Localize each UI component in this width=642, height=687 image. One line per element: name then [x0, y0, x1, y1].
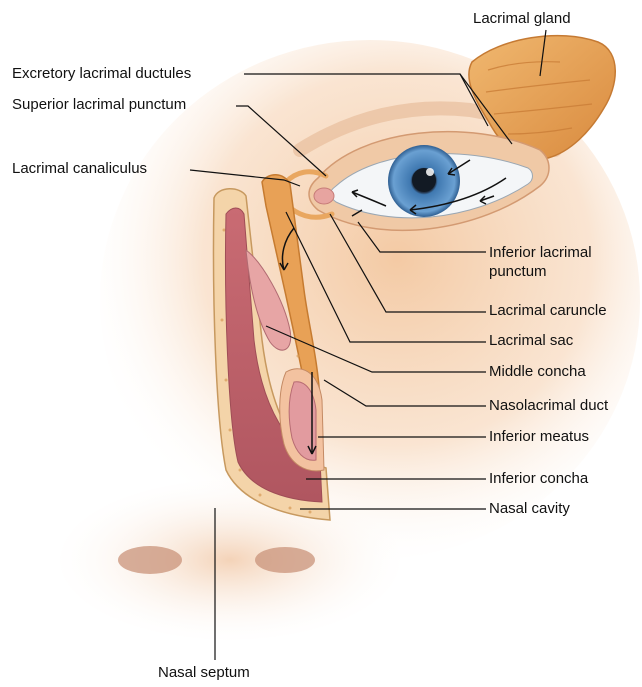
label-middle-concha: Middle concha — [489, 363, 586, 381]
label-inferior-meatus: Inferior meatus — [489, 428, 589, 446]
pupil-highlight — [426, 168, 434, 176]
label-nasal-septum: Nasal septum — [158, 664, 250, 682]
label-nasolacrimal-duct: Nasolacrimal duct — [489, 397, 608, 415]
nose-skin-shading — [60, 480, 400, 640]
right-nostril — [255, 547, 315, 573]
label-lacrimal-caruncle: Lacrimal caruncle — [489, 302, 607, 320]
label-lacrimal-gland: Lacrimal gland — [473, 10, 571, 28]
label-nasal-cavity: Nasal cavity — [489, 500, 570, 518]
label-inferior-lacrimal-punctum-line2: punctum — [489, 263, 547, 281]
label-lacrimal-canaliculus: Lacrimal canaliculus — [12, 160, 147, 178]
label-excretory-lacrimal-ductules: Excretory lacrimal ductules — [12, 65, 191, 83]
label-inferior-concha: Inferior concha — [489, 470, 588, 488]
label-superior-lacrimal-punctum: Superior lacrimal punctum — [12, 96, 186, 114]
lacrimal-caruncle-shape — [314, 188, 334, 204]
label-inferior-lacrimal-punctum-line1: Inferior lacrimal — [489, 244, 592, 262]
left-nostril — [118, 546, 182, 574]
label-lacrimal-sac: Lacrimal sac — [489, 332, 573, 350]
